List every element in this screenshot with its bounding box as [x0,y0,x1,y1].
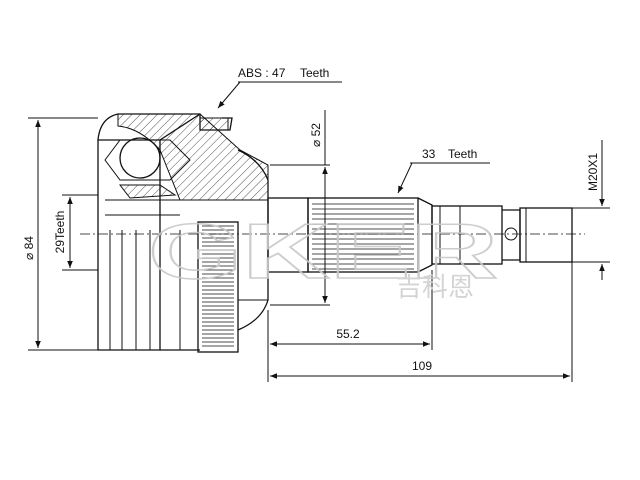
dim-total-length: 109 [270,262,573,382]
thread-label: M20X1 [586,153,600,191]
outer-diameter-label: ⌀ 84 [22,236,36,260]
dim-spline-length: 55.2 [267,270,433,382]
watermark-chinese: 吉科恩 [396,273,474,303]
spline-teeth-label: Teeth [448,147,477,161]
dim-outer-diameter: ⌀ 84 [22,117,98,351]
watermark: GKER 吉科恩 [147,206,499,303]
abs-teeth-label: Teeth [300,66,329,80]
abs-ring [197,221,239,353]
watermark-brand: GKER [148,207,498,295]
dim-thread: M20X1 [572,140,610,280]
bell-diameter-label: ⌀ 52 [309,123,323,147]
dim-spline-teeth: 33 Teeth [397,147,490,194]
inner-teeth-label: 29Teeth [53,211,67,254]
dim-inner-teeth: 29Teeth [53,194,98,271]
abs-label: ABS : 47 [238,66,286,80]
total-length-label: 109 [412,359,432,373]
dim-bell-diameter: ⌀ 52 [270,110,330,306]
stem-spline [267,197,573,273]
dim-abs-teeth: ABS : 47 Teeth [217,66,342,109]
ball-cage [104,137,191,216]
outer-housing [97,113,269,351]
spline-length-label: 55.2 [336,327,360,341]
spline-count-label: 33 [422,147,436,161]
